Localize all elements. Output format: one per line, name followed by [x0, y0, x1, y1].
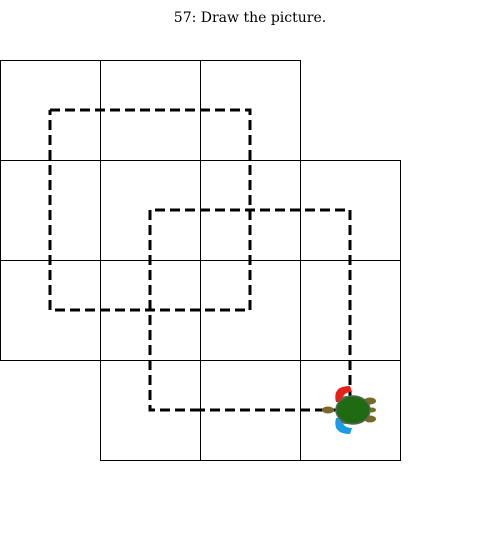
turtle-shell: [335, 395, 371, 425]
dashed-square-upper-left: [48, 108, 252, 312]
turtle-icon[interactable]: [322, 386, 376, 434]
left-pen-marker: [335, 386, 352, 402]
right-pen-marker: [335, 418, 352, 434]
puzzle-title: 57: Draw the picture.: [173, 10, 327, 26]
turtle-head: [322, 406, 334, 414]
